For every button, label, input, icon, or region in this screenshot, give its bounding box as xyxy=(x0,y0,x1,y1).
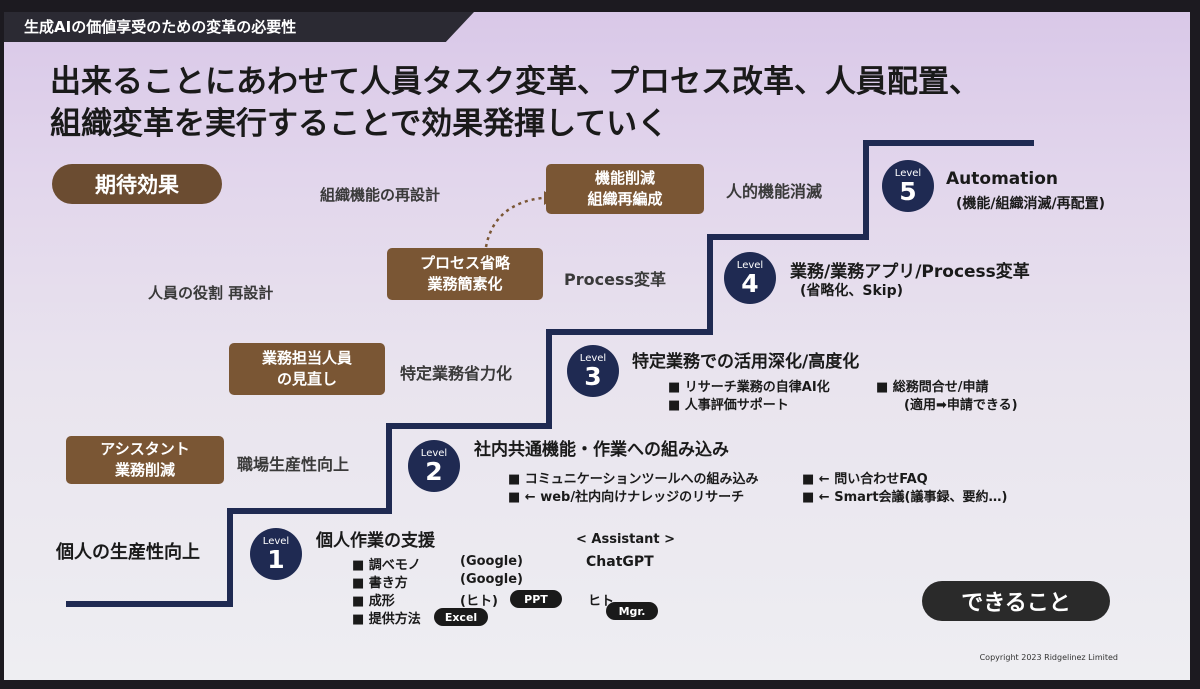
level-2-item: ■ コミュニケーションツールへの組み込み xyxy=(508,472,759,487)
level-word: Level xyxy=(579,352,607,364)
level-word: Level xyxy=(262,535,290,547)
role-redesign-label: 人員の役割 再設計 xyxy=(148,284,274,302)
level-5-badge: Level 5 xyxy=(882,160,934,212)
assistant-header: < Assistant > xyxy=(576,532,676,547)
box-line: プロセス省略 xyxy=(419,254,510,272)
box-staff-review: 業務担当人員 の見直し xyxy=(229,343,385,395)
level-1-sub: (Google) xyxy=(460,572,523,587)
box-line: 機能削減 xyxy=(594,169,655,187)
level-number: 4 xyxy=(741,268,759,298)
level-2-badge: Level 2 xyxy=(408,440,460,492)
box-function: 機能削減 組織再編成 xyxy=(546,164,704,214)
section-tag: 生成AIの価値享受のための変革の必要性 xyxy=(4,12,474,42)
tag-excel: Excel xyxy=(434,608,488,626)
level-1-heading: 個人作業の支援 xyxy=(316,531,435,551)
org-redesign-label: 組織機能の再設計 xyxy=(320,186,441,204)
box-line: アシスタント xyxy=(100,440,190,458)
level-number: 1 xyxy=(267,544,285,574)
box-label-process: Process変革 xyxy=(564,270,666,289)
copyright: Copyright 2023 Ridgelinez Limited xyxy=(979,653,1118,662)
dotted-arrow xyxy=(484,196,543,248)
level-number: 5 xyxy=(899,176,917,206)
level-1-sub: (Google) xyxy=(460,554,523,569)
level-1-item: ■ 提供方法 xyxy=(352,612,421,627)
level-3-badge: Level 3 xyxy=(567,345,619,397)
title-line-1: 出来ることにあわせて人員タスク変革、プロセス改革、人員配置、 xyxy=(50,64,980,100)
level-3-item: ■ 人事評価サポート xyxy=(668,398,789,413)
level-word: Level xyxy=(420,447,448,459)
box-label-human: 人的機能消滅 xyxy=(726,182,823,201)
level-number: 2 xyxy=(425,456,443,486)
level-3-item: ■ リサーチ業務の自律AI化 xyxy=(668,380,830,395)
box-label-workplace: 職場生産性向上 xyxy=(237,455,350,474)
level-1-item: ■ 調べモノ xyxy=(352,558,421,573)
box-assistant: アシスタント 業務削減 xyxy=(66,436,224,484)
level-number: 3 xyxy=(584,361,602,391)
level-3-item: (適用➡申請できる) xyxy=(904,398,1018,413)
level-1-item: ■ 書き方 xyxy=(352,576,408,591)
level-2-item: ■ ← 問い合わせFAQ xyxy=(802,472,928,487)
individual-productivity-label: 個人の生産性向上 xyxy=(56,542,200,563)
box-line: の見直し xyxy=(276,370,337,388)
level-1-sub: (ヒト) xyxy=(460,594,498,609)
box-line: 組織再編成 xyxy=(587,190,663,208)
level-2-heading: 社内共通機能・作業への組み込み xyxy=(474,440,729,460)
box-label-specific: 特定業務省力化 xyxy=(400,364,513,383)
level-word: Level xyxy=(894,167,922,179)
box-process: プロセス省略 業務簡素化 xyxy=(387,248,543,300)
level-2-item: ■ ← web/社内向けナレッジのリサーチ xyxy=(508,490,745,505)
tag-mgr: Mgr. xyxy=(606,602,658,620)
level-3-heading: 特定業務での活用深化/高度化 xyxy=(632,352,860,372)
level-3-item: ■ 総務問合せ/申請 xyxy=(876,380,989,395)
tag-ppt: PPT xyxy=(510,590,562,608)
stair-line xyxy=(66,140,1034,607)
level-2-item: ■ ← Smart会議(議事録、要約…) xyxy=(802,490,1008,505)
title-line-2: 組織変革を実行することで効果発揮していく xyxy=(50,106,669,142)
level-4-sub: (省略化、Skip) xyxy=(800,283,904,299)
level-1-item: ■ 成形 xyxy=(352,594,395,609)
level-5-sub: (機能/組織消滅/再配置) xyxy=(956,196,1106,212)
expected-effect-label: 期待効果 xyxy=(52,164,222,204)
box-line: 業務担当人員 xyxy=(261,349,352,367)
box-line: 業務削減 xyxy=(114,461,175,479)
slide: 生成AIの価値享受のための変革の必要性 出来ることにあわせて人員タスク変革、プロ… xyxy=(4,12,1190,680)
level-4-badge: Level 4 xyxy=(724,252,776,304)
level-5-heading: Automation xyxy=(946,169,1058,189)
chatgpt-label: ChatGPT xyxy=(586,554,654,570)
box-line: 業務簡素化 xyxy=(427,275,503,293)
level-word: Level xyxy=(736,259,764,271)
can-do-button: できること xyxy=(922,581,1110,621)
level-1-badge: Level 1 xyxy=(250,528,302,580)
level-4-heading: 業務/業務アプリ/Process変革 xyxy=(790,262,1030,282)
